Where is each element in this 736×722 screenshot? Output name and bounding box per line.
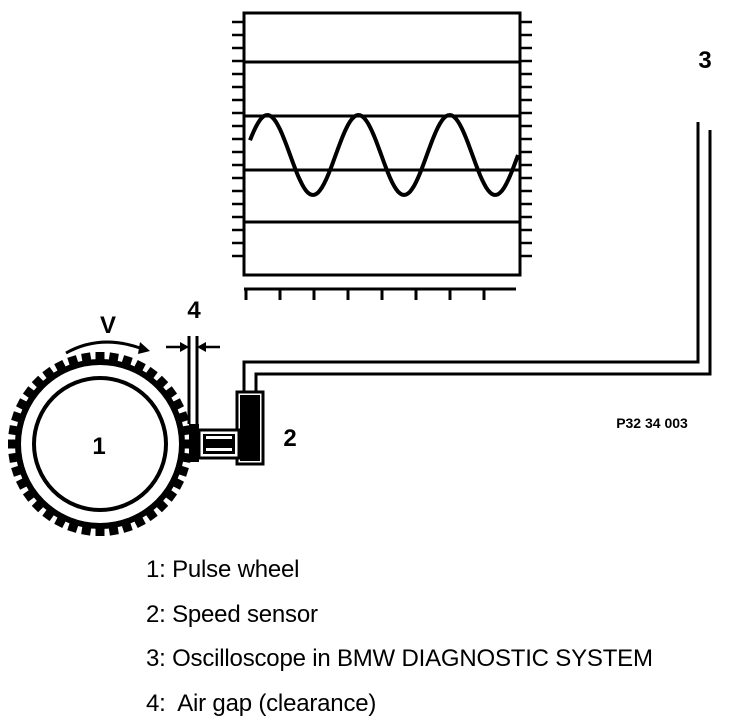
oscilloscope-tick-marks <box>232 20 532 258</box>
cable-line-inner <box>254 130 712 396</box>
sensor-probe-highlight <box>206 448 232 451</box>
pulse-wheel-hub <box>32 376 168 512</box>
callout-2: 2 <box>283 425 296 452</box>
figure-reference-code: P32 34 003 <box>616 415 688 431</box>
wheel-tooth <box>95 352 105 364</box>
callout-4: 4 <box>187 297 201 324</box>
callout-1: 1 <box>92 433 105 460</box>
rotation-direction-arrow: V <box>65 312 150 355</box>
time-scale-bar <box>244 287 516 300</box>
air-gap-indicator: 4 <box>166 297 220 424</box>
legend-item: 1: Pulse wheel <box>146 556 300 583</box>
signal-cable <box>242 122 712 396</box>
sensor-tip <box>189 424 199 462</box>
callout-3: 3 <box>698 47 711 74</box>
oscilloscope-frame <box>242 11 522 277</box>
legend-item: 2: Speed sensor <box>146 600 318 628</box>
speed-sensor: 2 <box>189 390 297 466</box>
legend-item: 3: Oscilloscope in BMW DIAGNOSTIC SYSTEM <box>146 645 653 672</box>
sensor-probe-highlight <box>206 436 232 439</box>
cable-line-outer <box>242 122 700 396</box>
wheel-tooth <box>95 524 105 536</box>
oscilloscope-grid <box>244 60 520 224</box>
pulse-wheel: 1 <box>8 352 192 536</box>
legend-list: 1: Pulse wheel 2: Speed sensor 3: Oscill… <box>146 548 653 722</box>
sine-waveform <box>248 112 520 198</box>
oscilloscope-screen <box>232 11 532 277</box>
sensor-housing-fill <box>240 395 260 461</box>
velocity-label: V <box>100 312 116 339</box>
legend-item: 4: Air gap (clearance) <box>146 689 377 717</box>
time-scale-ticks <box>244 289 486 300</box>
